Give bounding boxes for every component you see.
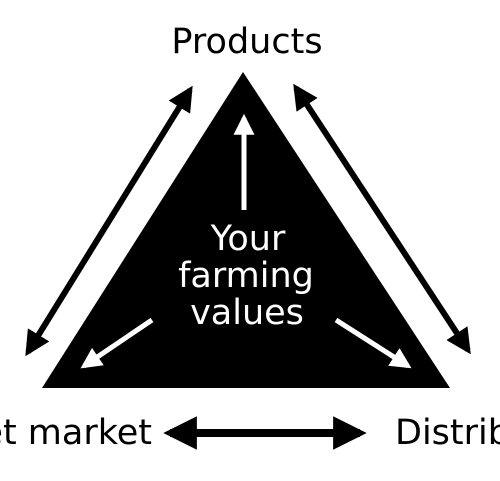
inner-arrow-down-left [80, 317, 154, 369]
left-double-arrow [25, 85, 193, 357]
inner-arrow-down-right [334, 317, 412, 369]
top-label: Products [171, 22, 322, 62]
center-label-line-3: values [190, 293, 304, 333]
bottom-left-label: et market [0, 413, 152, 453]
center-label-line-2: farming [178, 256, 314, 296]
center-label-line-1: Your [210, 219, 286, 259]
bottom-right-label: Distrib [395, 413, 500, 453]
right-double-arrow [293, 83, 471, 355]
